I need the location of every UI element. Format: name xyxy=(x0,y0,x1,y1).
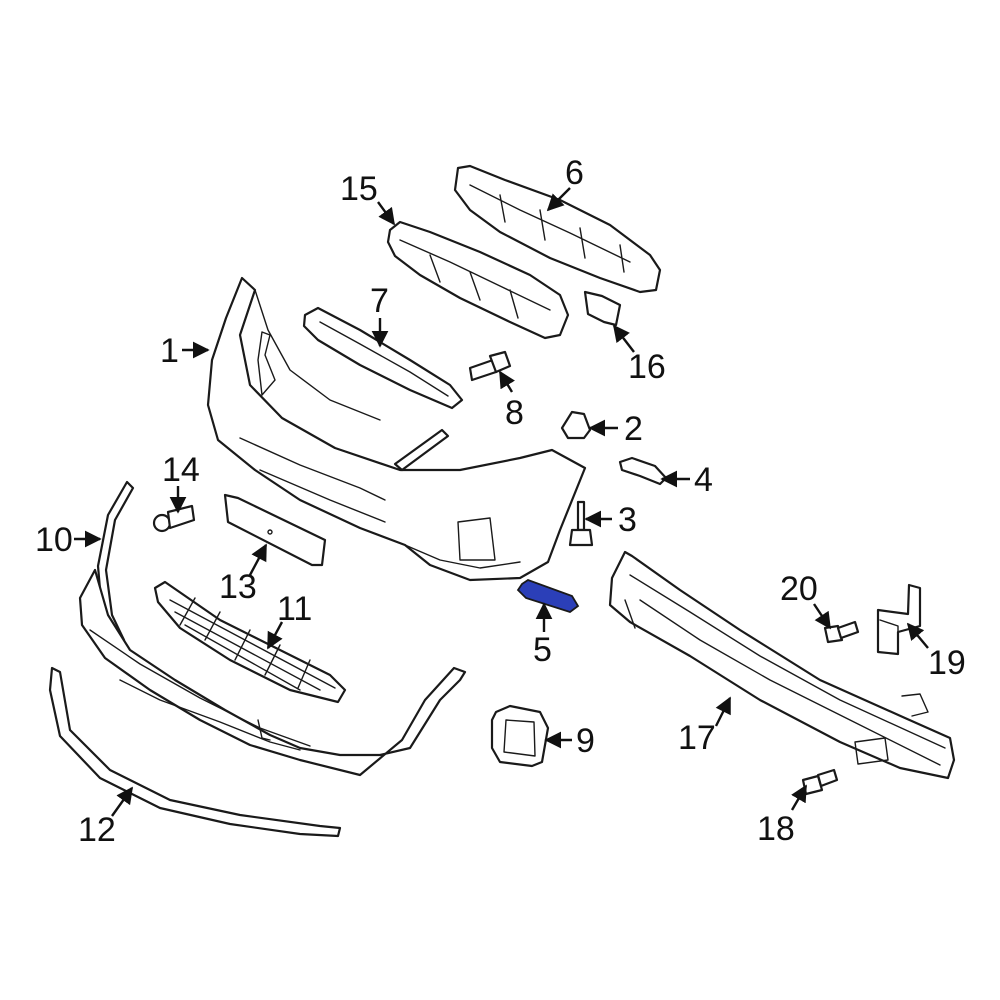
callout-20: 20 xyxy=(780,570,818,608)
callout-6: 6 xyxy=(565,154,584,192)
callout-10: 10 xyxy=(35,521,73,559)
part-2-clip[interactable] xyxy=(560,410,592,440)
callout-13: 13 xyxy=(219,568,257,606)
part-4-bracket-clip[interactable] xyxy=(618,456,668,486)
callout-14: 14 xyxy=(162,451,200,489)
callout-15: 15 xyxy=(340,170,378,208)
part-19-bracket[interactable] xyxy=(876,583,922,656)
part-17-reinforcement-beam[interactable] xyxy=(608,550,956,780)
callout-19: 19 xyxy=(928,644,966,682)
part-1-bumper-cover[interactable] xyxy=(206,276,587,582)
part-15-lower-absorber[interactable] xyxy=(386,220,570,340)
part-5-highlighted-bracket[interactable] xyxy=(516,578,580,613)
callout-11: 11 xyxy=(277,590,312,628)
part-11-lower-grille[interactable] xyxy=(153,580,347,704)
callout-18: 18 xyxy=(757,810,795,848)
part-20-bolt[interactable] xyxy=(823,620,860,644)
part-12-lip-strip[interactable] xyxy=(48,666,342,838)
callout-8: 8 xyxy=(505,394,524,432)
part-6-upper-absorber[interactable] xyxy=(453,164,662,294)
lower-bumper-panel xyxy=(78,568,467,777)
callout-7: 7 xyxy=(370,282,389,320)
callout-12: 12 xyxy=(78,811,116,849)
part-3-screw[interactable] xyxy=(568,500,594,547)
leader-arrows xyxy=(74,187,929,817)
callout-9: 9 xyxy=(576,722,595,760)
callout-4: 4 xyxy=(694,461,713,499)
callout-5: 5 xyxy=(533,631,552,669)
callout-1: 1 xyxy=(160,332,179,370)
part-9-bezel[interactable] xyxy=(490,704,550,768)
part-13-license-bracket[interactable] xyxy=(223,493,327,567)
center-trim-strip xyxy=(393,428,450,472)
part-7-grille-trim[interactable] xyxy=(302,306,464,410)
callout-labels: 1 2 3 4 5 6 7 8 9 10 11 12 13 14 15 16 1… xyxy=(35,154,966,849)
callout-16: 16 xyxy=(628,348,666,386)
callout-2: 2 xyxy=(624,410,643,448)
callout-17: 17 xyxy=(678,719,716,757)
part-18-bolt[interactable] xyxy=(801,768,839,796)
callout-3: 3 xyxy=(618,501,637,539)
part-16-pad[interactable] xyxy=(583,290,622,327)
part-8-bolt[interactable] xyxy=(468,350,512,382)
part-14-push-clip[interactable] xyxy=(152,504,196,533)
